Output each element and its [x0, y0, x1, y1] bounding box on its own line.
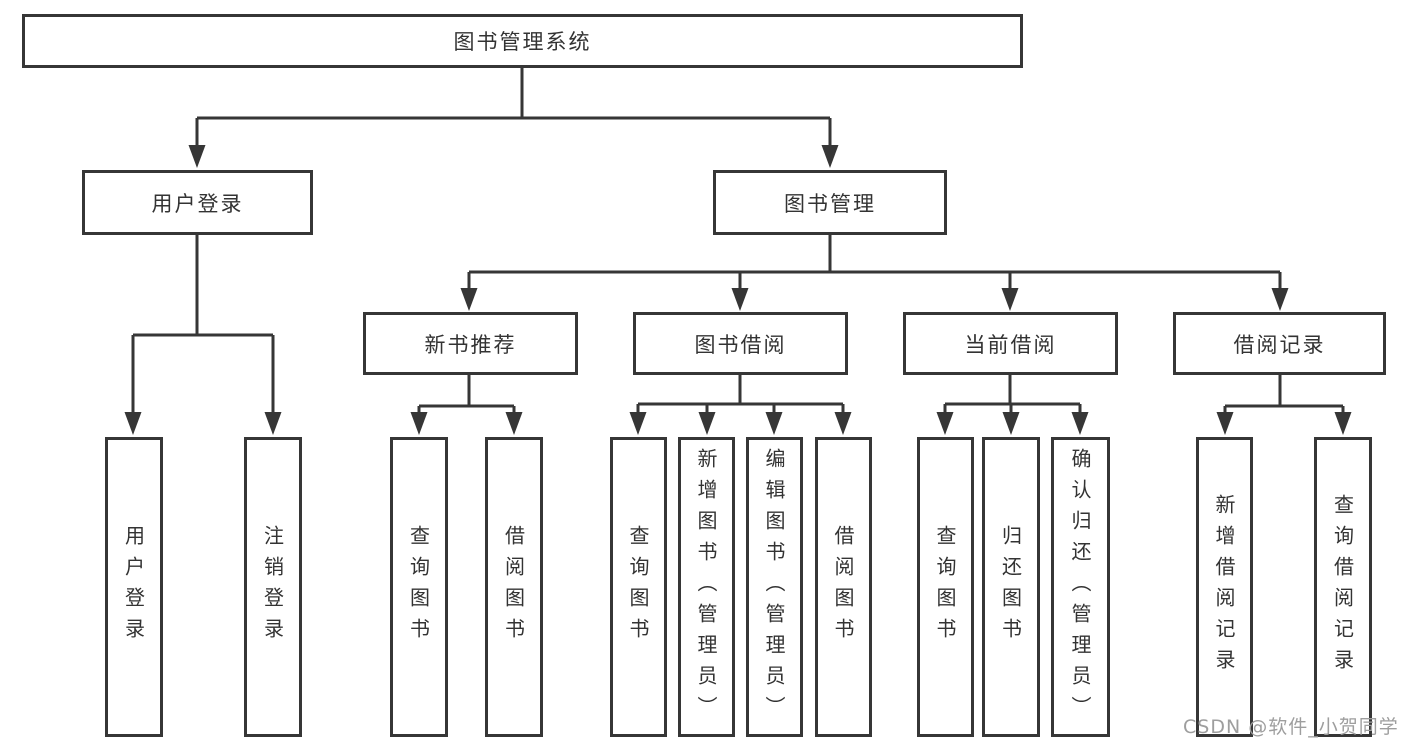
- leaf-query-books-current: 查询图书: [917, 437, 974, 737]
- leaf-return-books-label: 归还图书: [998, 525, 1023, 649]
- leaf-edit-books-admin: 编辑图书（管理员）: [746, 437, 803, 737]
- leaf-return-books: 归还图书: [982, 437, 1040, 737]
- leaf-confirm-return-admin-label: 确认归还（管理员）: [1068, 447, 1092, 727]
- node-book-management-label: 图书管理: [784, 191, 876, 216]
- node-library-system-label: 图书管理系统: [453, 30, 592, 54]
- leaf-query-books-borrow: 查询图书: [610, 437, 667, 737]
- csdn-watermark: CSDN @软件_小贺同学: [1183, 716, 1399, 738]
- leaf-logout-label: 注销登录: [260, 525, 285, 649]
- node-current-borrow: 当前借阅: [903, 312, 1118, 375]
- leaf-query-borrow-record-label: 查询借阅记录: [1330, 494, 1355, 680]
- node-borrow-record: 借阅记录: [1173, 312, 1386, 375]
- leaf-logout: 注销登录: [244, 437, 302, 737]
- leaf-user-login-label: 用户登录: [121, 525, 146, 649]
- leaf-query-books-recommend-label: 查询图书: [406, 525, 431, 649]
- node-borrow-record-label: 借阅记录: [1233, 332, 1326, 357]
- leaf-query-books-recommend: 查询图书: [390, 437, 448, 737]
- leaf-edit-books-admin-label: 编辑图书（管理员）: [762, 447, 786, 727]
- node-user-login-label: 用户登录: [151, 191, 244, 216]
- leaf-add-borrow-record: 新增借阅记录: [1196, 437, 1253, 737]
- node-current-borrow-label: 当前借阅: [964, 332, 1057, 357]
- node-book-borrow: 图书借阅: [633, 312, 848, 375]
- leaf-borrow-books-recommend-label: 借阅图书: [501, 525, 526, 649]
- leaf-borrow-books-label: 借阅图书: [831, 525, 855, 649]
- leaf-add-borrow-record-label: 新增借阅记录: [1212, 494, 1236, 680]
- leaf-borrow-books: 借阅图书: [815, 437, 872, 737]
- leaf-add-books-admin-label: 新增图书（管理员）: [694, 447, 718, 727]
- node-user-login: 用户登录: [82, 170, 313, 235]
- node-book-borrow-label: 图书借阅: [694, 332, 787, 357]
- leaf-add-books-admin: 新增图书（管理员）: [678, 437, 735, 737]
- leaf-query-books-borrow-label: 查询图书: [626, 525, 650, 649]
- node-library-system: 图书管理系统: [22, 14, 1023, 68]
- node-book-management: 图书管理: [713, 170, 947, 235]
- leaf-user-login: 用户登录: [105, 437, 163, 737]
- leaf-confirm-return-admin: 确认归还（管理员）: [1051, 437, 1110, 737]
- leaf-query-borrow-record: 查询借阅记录: [1314, 437, 1372, 737]
- node-new-book-recommend: 新书推荐: [363, 312, 578, 375]
- node-new-book-recommend-label: 新书推荐: [424, 332, 517, 357]
- leaf-borrow-books-recommend: 借阅图书: [485, 437, 543, 737]
- leaf-query-books-current-label: 查询图书: [933, 525, 957, 649]
- arrowhead-icons: [124, 145, 1352, 435]
